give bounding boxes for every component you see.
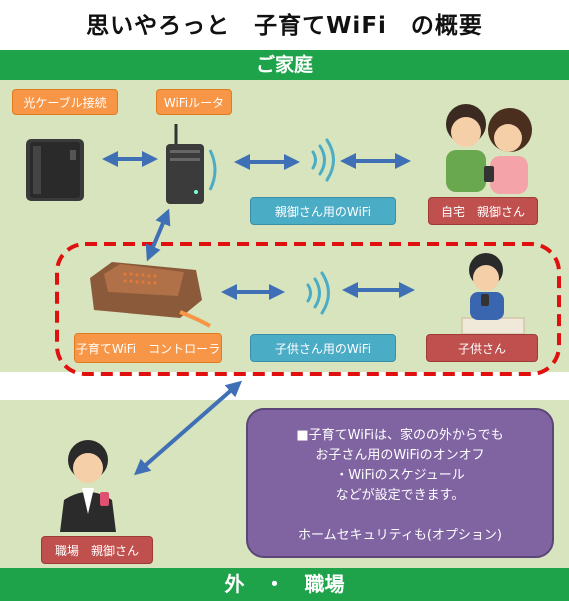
router-icon xyxy=(166,124,217,204)
fiber-connection-label: 光ケーブル接続 xyxy=(12,89,118,115)
wifi-router-label: WiFiルータ xyxy=(156,89,232,115)
family-icon xyxy=(446,104,532,194)
controller-board-icon xyxy=(90,262,212,328)
info-line: などが設定できます。 xyxy=(335,488,465,503)
page-title: 思いやろっと 子育てWiFi の概要 xyxy=(86,13,483,39)
child-wifi-label: 子供さん用のWiFi xyxy=(250,334,396,362)
child-label: 子供さん xyxy=(426,334,538,362)
router-controller-arrow xyxy=(145,208,171,262)
info-box: ■子育てWiFiは、家のの外からでも お子さん用のWiFiのオンオフ ・WiFi… xyxy=(246,408,554,558)
home-section-header: ご家庭 xyxy=(0,50,569,80)
info-line: ■子育てWiFiは、家のの外からでも xyxy=(296,428,504,443)
parent-wifi-label: 親御さん用のWiFi xyxy=(250,197,396,225)
work-parent-label: 職場 親御さん xyxy=(41,536,153,564)
wifi-signal-icon xyxy=(311,138,335,182)
controller-label: 子育てWiFi コントローラ xyxy=(74,333,222,363)
child-icon xyxy=(461,253,525,335)
wifi-signal-icon xyxy=(306,271,330,315)
info-line xyxy=(248,506,552,526)
working-parent-icon xyxy=(60,440,116,532)
info-line: ・WiFiのスケジュール xyxy=(335,468,465,483)
info-line: お子さん用のWiFiのオンオフ xyxy=(315,448,485,463)
outside-section-header: 外 ・ 職場 xyxy=(0,568,569,601)
home-parent-label: 自宅 親御さん xyxy=(428,197,538,225)
controller-outside-arrow xyxy=(133,380,243,476)
modem-icon xyxy=(26,139,84,201)
info-line: ホームセキュリティも(オプション) xyxy=(298,528,502,543)
